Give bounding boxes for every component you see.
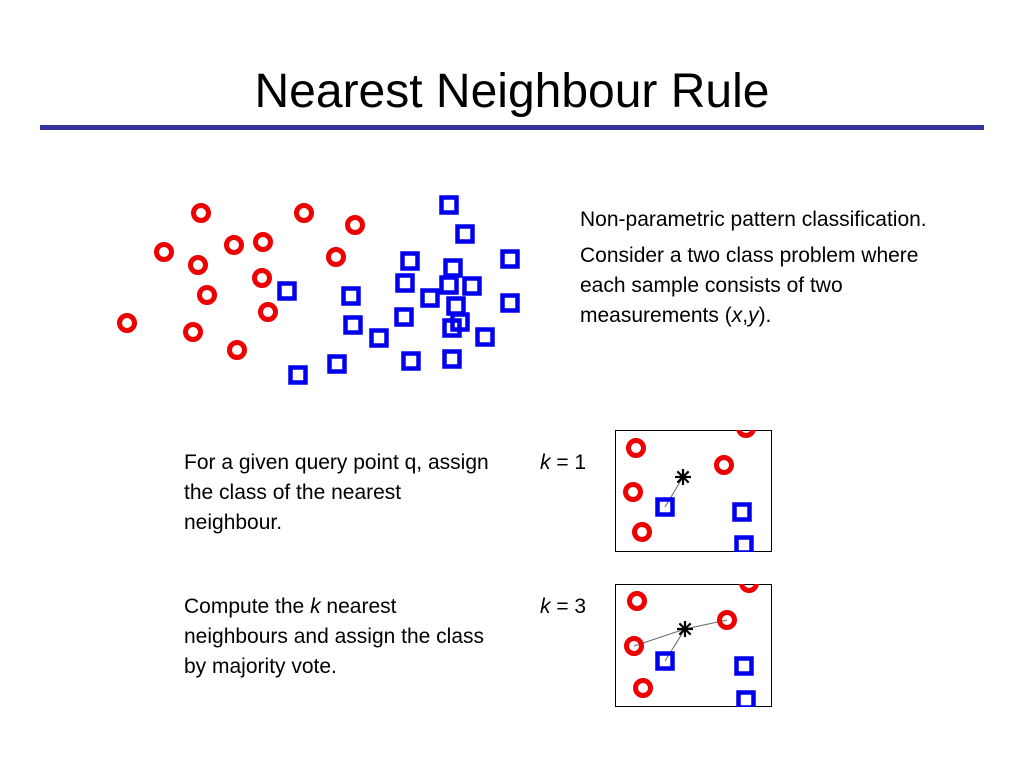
- class-square-point: [734, 535, 754, 552]
- class-circle-point: [188, 255, 208, 275]
- class-circle-point: [117, 313, 137, 333]
- class-circle-point: [717, 610, 737, 630]
- k1-label: k = 1: [540, 448, 586, 478]
- class-square-point: [327, 354, 347, 374]
- intro-text: Non-parametric pattern classification. C…: [580, 205, 950, 331]
- class-circle-point: [227, 340, 247, 360]
- class-square-point: [341, 286, 361, 306]
- intro-line-2: Consider a two class problem where each …: [580, 241, 950, 331]
- intro-x: x: [731, 304, 743, 327]
- class-circle-point: [632, 522, 652, 542]
- class-square-point: [443, 258, 463, 278]
- k1-k: k: [540, 451, 551, 474]
- class-square-point: [462, 276, 482, 296]
- k3-rest: = 3: [550, 595, 587, 618]
- class-square-point: [734, 656, 754, 676]
- knn-text-b: nearest neighbours and assign the class …: [184, 595, 485, 678]
- knn-k: k: [310, 595, 321, 618]
- intro-line-2-a: Consider a two class problem where each …: [580, 244, 919, 327]
- class-circle-point: [183, 322, 203, 342]
- class-circle-point: [623, 482, 643, 502]
- class-circle-point: [736, 430, 756, 438]
- intro-line-1: Non-parametric pattern classification.: [580, 208, 927, 231]
- class-square-point: [400, 251, 420, 271]
- class-circle-point: [224, 235, 244, 255]
- query-point-marker: [675, 469, 691, 485]
- class-circle-point: [258, 302, 278, 322]
- class-square-point: [655, 651, 675, 671]
- class-circle-point: [252, 268, 272, 288]
- class-square-point: [446, 296, 466, 316]
- class-square-point: [455, 224, 475, 244]
- class-circle-point: [627, 591, 647, 611]
- class-square-point: [439, 195, 459, 215]
- intro-comma: ,: [742, 304, 749, 327]
- intro-y: y: [748, 304, 759, 327]
- class-square-point: [394, 307, 414, 327]
- class-square-point: [277, 281, 297, 301]
- class-circle-point: [253, 232, 273, 252]
- slide-title: Nearest Neighbour Rule: [254, 65, 770, 118]
- class-circle-point: [633, 678, 653, 698]
- query-point-marker: [677, 621, 693, 637]
- class-circle-point: [345, 215, 365, 235]
- class-square-point: [369, 328, 389, 348]
- class-square-point: [500, 249, 520, 269]
- k3-label: k = 3: [540, 592, 586, 622]
- class-square-point: [475, 327, 495, 347]
- class-square-point: [655, 497, 675, 517]
- k1-rest: = 1: [550, 451, 587, 474]
- class-square-point: [500, 293, 520, 313]
- class-square-point: [288, 365, 308, 385]
- example-frame: [615, 584, 772, 707]
- class-square-point: [442, 318, 462, 338]
- class-square-point: [732, 502, 752, 522]
- neighbor-link: [664, 476, 684, 508]
- class-square-point: [450, 312, 470, 332]
- class-circle-point: [626, 438, 646, 458]
- title-underline: [40, 125, 984, 130]
- class-square-point: [401, 351, 421, 371]
- class-circle-point: [294, 203, 314, 223]
- knn-description: Compute the k nearest neighbours and ass…: [184, 592, 494, 682]
- query-point-spoke: [678, 622, 692, 636]
- class-square-point: [395, 273, 415, 293]
- class-square-point: [736, 690, 756, 707]
- class-square-point: [439, 275, 459, 295]
- class-square-point: [420, 288, 440, 308]
- class-circle-point: [326, 247, 346, 267]
- class-circle-point: [714, 455, 734, 475]
- k3-example-plot: [615, 584, 772, 707]
- class-square-point: [442, 349, 462, 369]
- k1-example-plot: [615, 430, 772, 552]
- class-square-point: [343, 315, 363, 335]
- class-circle-point: [191, 203, 211, 223]
- class-circle-point: [739, 584, 759, 593]
- k3-k: k: [540, 595, 551, 618]
- class-circle-point: [624, 636, 644, 656]
- class-circle-point: [154, 242, 174, 262]
- knn-text-a: Compute the: [184, 595, 311, 618]
- query-point-spoke: [676, 470, 690, 484]
- nn-description: For a given query point q, assign the cl…: [184, 451, 489, 534]
- class-circle-point: [197, 285, 217, 305]
- intro-line-2-b: ).: [758, 304, 772, 327]
